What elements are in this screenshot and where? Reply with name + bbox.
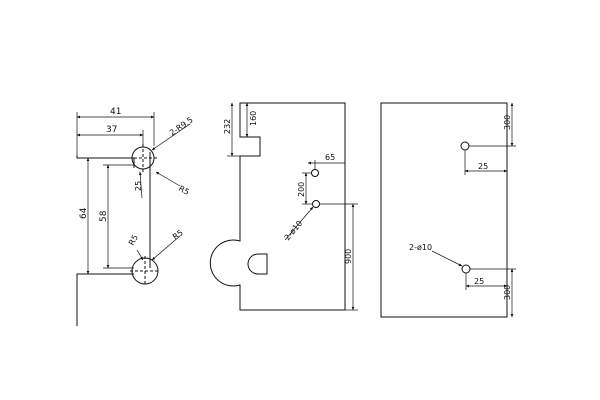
right-view: 300 25 2-ø10 25 300 (380, 102, 516, 318)
dim-64-label: 64 (79, 207, 89, 219)
dim-65-label: 65 (325, 153, 335, 162)
callout-r5-lower-b-leader (151, 235, 181, 261)
callout-r5-upper-label: R5 (177, 184, 191, 197)
left-profile-bottom (76, 273, 134, 326)
callout-r5-upper-leader (155, 171, 181, 187)
dim-200-label: 200 (297, 182, 306, 197)
right-hole-upper (460, 141, 470, 151)
dim-25-top-label: 25 (478, 162, 488, 171)
dim-41-label: 41 (110, 107, 121, 117)
callout-r95-leader (151, 123, 191, 151)
right-plate-outline (380, 102, 508, 318)
middle-keyhole (247, 253, 268, 275)
callout-r5-lower-a-label: R5 (127, 233, 140, 247)
callout-middle-holes-leader (284, 206, 314, 241)
callout-r5-lower-a-leader (136, 249, 144, 261)
callout-r5-lower-b-label: R5 (171, 228, 185, 241)
callout-middle-holes-label: 2-ø10 (283, 219, 305, 242)
vertical-25-leader (138, 171, 143, 199)
dim-25-bottom-label: 25 (474, 277, 484, 286)
dim-900-label: 900 (344, 249, 353, 264)
vertical-25-label: 25 (134, 181, 143, 191)
middle-hole-upper (311, 169, 319, 177)
dim-300-bottom-label: 300 (503, 285, 512, 300)
dim-58-label: 58 (99, 210, 109, 222)
right-hole-lower (461, 264, 471, 274)
callout-r95-label: 2-R9.5 (168, 115, 195, 137)
dim-37-label: 37 (106, 125, 117, 135)
dim-160-label: 160 (249, 111, 258, 126)
callout-right-holes-leader (431, 250, 463, 267)
middle-view: 232 160 65 200 2-ø10 900 (209, 102, 358, 311)
dim-232-label: 232 (223, 119, 232, 134)
middle-plate-outline (209, 102, 346, 311)
left-profile-outline (76, 155, 134, 159)
callout-right-holes-label: 2-ø10 (409, 243, 432, 252)
left-view: 41 37 64 58 2-R9.5 R5 25 R5 R5 (76, 107, 195, 326)
dim-300-top-label: 300 (503, 115, 512, 130)
middle-hole-lower (312, 200, 320, 208)
